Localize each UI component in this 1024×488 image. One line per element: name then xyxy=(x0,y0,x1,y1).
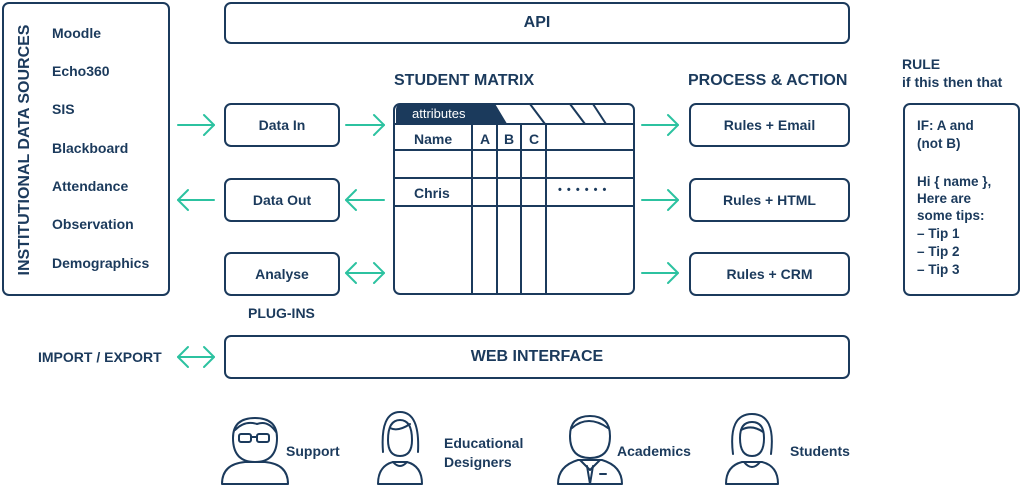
matrix-tab-active xyxy=(396,104,506,124)
arrow-matrix-to-crm xyxy=(641,262,679,284)
source-attendance: Attendance xyxy=(52,178,129,194)
process-action-title: PROCESS & ACTION xyxy=(688,72,848,89)
arrow-data-out-to-sources xyxy=(177,189,215,211)
rule-body-line-6: – Tip 3 xyxy=(917,262,960,277)
support-person-icon xyxy=(221,417,289,485)
matrix-header-a: A xyxy=(480,131,491,147)
source-observation: Observation xyxy=(52,216,134,232)
arrow-analyse-matrix-bidirectional xyxy=(345,262,385,284)
persona-support-label: Support xyxy=(286,443,340,459)
source-demographics: Demographics xyxy=(52,255,150,271)
data-out-box[interactable]: Data Out xyxy=(224,178,340,222)
web-interface-label: WEB INTERFACE xyxy=(470,348,604,365)
rules-html-label: Rules + HTML xyxy=(723,192,816,208)
data-sources-panel xyxy=(2,2,170,296)
rule-condition-line-1: IF: A and xyxy=(917,118,974,133)
analyse-label: Analyse xyxy=(255,266,309,282)
import-export-label: IMPORT / EXPORT xyxy=(38,349,162,365)
rule-condition-line-2: (not B) xyxy=(917,136,961,151)
rule-card xyxy=(903,103,1020,296)
arrow-matrix-to-data-out xyxy=(345,189,385,211)
source-moodle: Moodle xyxy=(52,25,101,41)
matrix-header-name: Name xyxy=(414,131,453,147)
api-label: API xyxy=(523,14,551,31)
rule-body-line-1: Hi { name }, xyxy=(917,174,992,189)
arrow-sources-to-data-in xyxy=(177,114,215,136)
matrix-header-b: B xyxy=(504,131,515,147)
data-in-box[interactable]: Data In xyxy=(224,103,340,147)
data-in-label: Data In xyxy=(258,117,306,133)
matrix-header-c: C xyxy=(529,131,540,147)
matrix-ellipsis-dots: • • • • • • xyxy=(558,184,608,196)
student-matrix-table[interactable] xyxy=(393,103,635,295)
arrow-import-export-bidirectional xyxy=(177,346,215,368)
rule-body-line-5: – Tip 2 xyxy=(917,244,960,259)
api-bar[interactable]: API xyxy=(224,2,850,44)
source-echo360: Echo360 xyxy=(52,63,110,79)
arrow-matrix-to-html xyxy=(641,189,679,211)
analyse-box[interactable]: Analyse xyxy=(224,252,340,296)
rule-subtitle: if this then that xyxy=(902,74,1003,90)
plugins-label: PLUG-INS xyxy=(248,305,315,321)
rule-body-line-3: some tips: xyxy=(917,208,985,223)
arrow-matrix-to-email xyxy=(641,114,679,136)
rules-email-box[interactable]: Rules + Email xyxy=(689,103,850,147)
academic-person-icon xyxy=(557,415,623,485)
persona-designers-label: Educational Designers xyxy=(444,435,524,470)
arrow-data-in-to-matrix xyxy=(345,114,385,136)
rules-crm-box[interactable]: Rules + CRM xyxy=(689,252,850,296)
matrix-row-name: Chris xyxy=(414,185,450,201)
persona-academics-label: Academics xyxy=(617,443,691,459)
student-person-icon xyxy=(725,413,779,485)
source-sis: SIS xyxy=(52,101,75,117)
designer-person-icon xyxy=(377,411,423,485)
matrix-tab-attributes[interactable]: attributes xyxy=(412,106,466,121)
web-interface-bar[interactable]: WEB INTERFACE xyxy=(224,335,850,379)
rule-body-line-4: – Tip 1 xyxy=(917,226,960,241)
rule-body-line-2: Here are xyxy=(917,191,972,206)
persona-students-label: Students xyxy=(790,443,850,459)
rules-html-box[interactable]: Rules + HTML xyxy=(689,178,850,222)
data-out-label: Data Out xyxy=(252,192,312,208)
rule-title: RULE xyxy=(902,56,941,72)
source-blackboard: Blackboard xyxy=(52,140,129,156)
rules-crm-label: Rules + CRM xyxy=(726,266,813,282)
rules-email-label: Rules + Email xyxy=(723,117,816,133)
student-matrix-title: STUDENT MATRIX xyxy=(394,72,535,89)
